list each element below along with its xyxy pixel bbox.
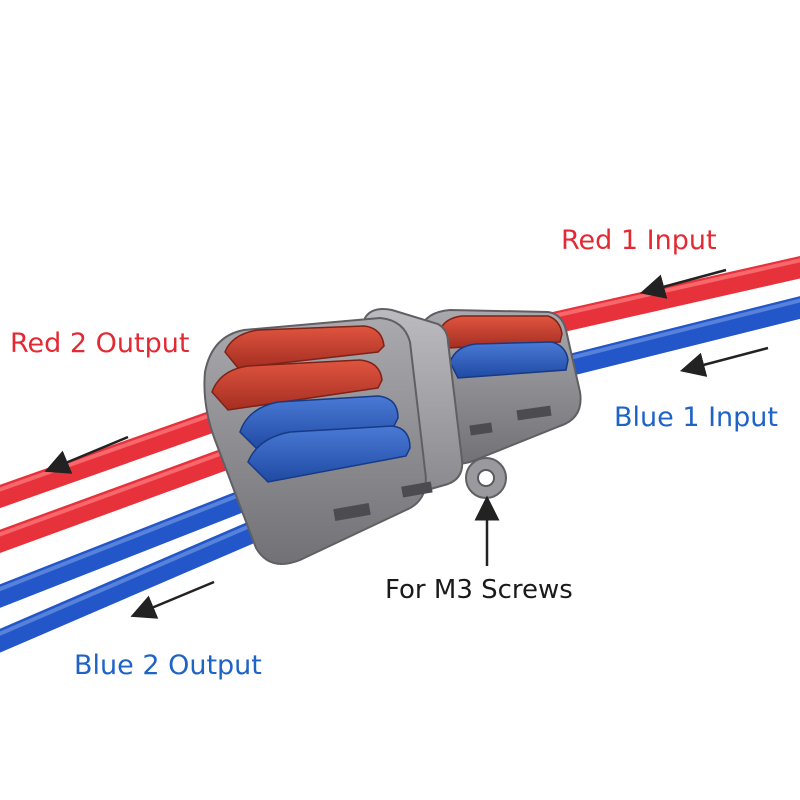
screw-hole [477,469,495,487]
red-2-output-label: Red 2 Output [10,328,190,359]
blue-lever-left-2 [247,425,411,483]
blue-wire-left-2 [0,509,291,653]
blue-2-output-label: Blue 2 Output [74,650,262,681]
arrow-blue-in [679,346,769,377]
blue-wire-right [539,296,800,381]
m3-screws-label: For M3 Screws [385,575,573,605]
left-wires [0,399,291,653]
right-wires [534,255,800,381]
arrow-red-in [639,268,727,299]
red-1-input-label: Red 1 Input [561,225,717,256]
slot-right-2 [516,405,552,421]
arrow-blue-out [130,580,215,619]
direction-arrows [44,268,769,619]
slot-left-1 [333,502,371,522]
slot-right-1 [469,422,493,436]
left-housing [203,316,433,565]
red-lever-left-1 [224,325,385,369]
blue-wire-left-1 [0,479,281,608]
blue-1-input-label: Blue 1 Input [614,402,779,433]
red-wire-left-1 [0,399,256,509]
arrow-red-out [44,435,129,474]
red-wire-left-2 [0,439,261,554]
red-lever-left-2 [211,359,383,411]
red-wire-right [534,255,800,336]
blue-lever-right [449,341,569,379]
slot-left-2 [401,481,433,498]
right-housing [418,308,582,465]
red-lever-right [439,315,563,349]
